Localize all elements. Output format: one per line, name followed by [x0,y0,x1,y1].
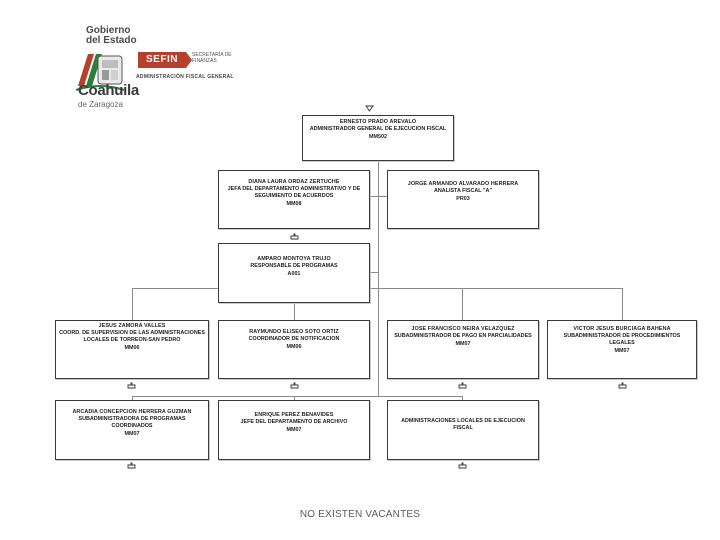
programs-title: RESPONSABLE DE PROGRAMAS [250,263,338,269]
org-box-row4-2: ENRIQUE PEREZ BENAVIDES JEFE DEL DEPARTA… [218,400,370,460]
row3-4-title: SUBADMINISTRADOR DE PROCEDIMIENTOS LEGAL… [563,333,681,346]
row3-4-code: MM07 [614,348,630,354]
row4-2-code: MM07 [286,427,302,433]
vacancies-note: NO EXISTEN VACANTES [299,509,421,520]
row4-2-name: ENRIQUE PEREZ BENAVIDES [254,412,334,418]
org-box-row3-4: VICTOR JESUS BURCIAGA BAHENA SUBADMINIST… [547,320,697,379]
connector-drop-1 [132,288,133,320]
org-box-row3-1: JESUS ZAMORA VALLES COORD. DE SUPERVISIO… [55,320,209,379]
row3-4-name: VICTOR JESUS BURCIAGA BAHENA [573,326,671,332]
dept-admin-name: DIANA LAURA ORDAZ ZERTUCHE [248,179,340,185]
row3-2-name: RAYMUNDO ELISEO SOTO ORTIZ [249,329,339,335]
government-line-2: del Estado [86,35,137,46]
top-name: ERNESTO PRADO AREVALO [339,119,417,125]
analyst-code: PR03 [456,196,470,202]
org-box-top: ERNESTO PRADO AREVALO ADMINISTRADOR GENE… [302,115,454,161]
row3-1-code: MM06 [124,345,140,351]
row4-1-title: SUBADMINISTRADORA DE PROGRAMAS COORDINAD… [78,416,186,429]
connector-level2-horizontal [367,196,387,197]
top-code: MM502 [369,134,387,140]
box-marker-icon [618,382,627,389]
government-logo: Gobierno del Estado Coahuila de Zaragoza… [62,20,234,109]
box-marker-icon [127,382,136,389]
programs-code: A001 [287,271,301,277]
connector-level4-drop-3 [462,396,463,401]
org-box-row3-3: JOSE FRANCISCO NEIRA VELAZQUEZ SUBADMINI… [387,320,539,379]
connector-drop-4 [622,288,623,320]
connector-level4-drop-1 [132,396,133,401]
connector-level4-horizontal [132,396,462,397]
row3-2-code: MM06 [286,344,302,350]
dept-admin-code: MM08 [286,201,302,207]
org-box-analyst: JORGE ARMANDO ALVARADO HERRERA ANALISTA … [387,170,539,229]
row3-1-title: COORD. DE SUPERVISION DE LAS ADMINISTRAC… [59,330,205,343]
state-name: Coahuila [78,82,139,99]
analyst-title: ANALISTA FISCAL "A" [433,188,493,194]
box-marker-icon [458,382,467,389]
connector-drop-2 [294,288,295,320]
box-marker-icon [365,105,374,112]
connector-level3-horizontal [132,288,622,289]
coat-of-arms-icon [75,54,125,91]
dept-admin-title: JEFA DEL DEPARTAMENTO ADMINISTRATIVO Y D… [227,186,361,199]
row4-2-title: JEFE DEL DEPARTAMENTO DE ARCHIVO [240,419,348,425]
row4-3-title: ADMINISTRACIONES LOCALES DE EJECUCION FI… [401,418,525,431]
org-box-programs: AMPARO MONTOYA TRUJO RESPONSABLE DE PROG… [218,243,370,303]
connector-programs-horizontal [369,272,379,273]
connector-drop-3 [462,288,463,320]
row3-3-name: JOSE FRANCISCO NEIRA VELAZQUEZ [411,326,515,332]
box-marker-icon [458,462,467,469]
agency-badge: SEFIN [138,52,192,68]
box-marker-icon [127,462,136,469]
row4-1-code: MM07 [124,431,140,437]
agency-subtitle: SECRETARÍA DE FINANZAS [192,52,232,64]
row3-2-title: COORDINADOR DE NOTIFICACION [248,336,340,342]
row3-3-title: SUBADMINISTRADOR DE PAGO EN PARCIALIDADE… [394,333,532,339]
analyst-name: JORGE ARMANDO ALVARADO HERRERA [407,181,519,187]
agency-unit: ADMINISTRACIÓN FISCAL GENERAL [136,74,234,80]
state-suffix: de Zaragoza [78,100,123,109]
government-line-1: Gobierno [86,25,131,36]
org-box-dept-admin: DIANA LAURA ORDAZ ZERTUCHE JEFA DEL DEPA… [218,170,370,229]
row3-3-code: MM07 [455,341,471,347]
programs-name: AMPARO MONTOYA TRUJO [257,256,331,262]
connector-level4-drop-2 [294,396,295,401]
row4-1-name: ARCADIA CONCEPCION HERRERA GUZMAN [72,409,192,415]
box-marker-icon [290,382,299,389]
top-title: ADMINISTRADOR GENERAL DE EJECUCION FISCA… [309,126,447,132]
org-box-row3-2: RAYMUNDO ELISEO SOTO ORTIZ COORDINADOR D… [218,320,370,379]
connector-main-vertical [378,162,379,396]
box-marker-icon [290,233,299,240]
row3-1-name: JESUS ZAMORA VALLES [98,323,166,329]
org-box-row4-1: ARCADIA CONCEPCION HERRERA GUZMAN SUBADM… [55,400,209,460]
org-box-row4-3: ADMINISTRACIONES LOCALES DE EJECUCION FI… [387,400,539,460]
